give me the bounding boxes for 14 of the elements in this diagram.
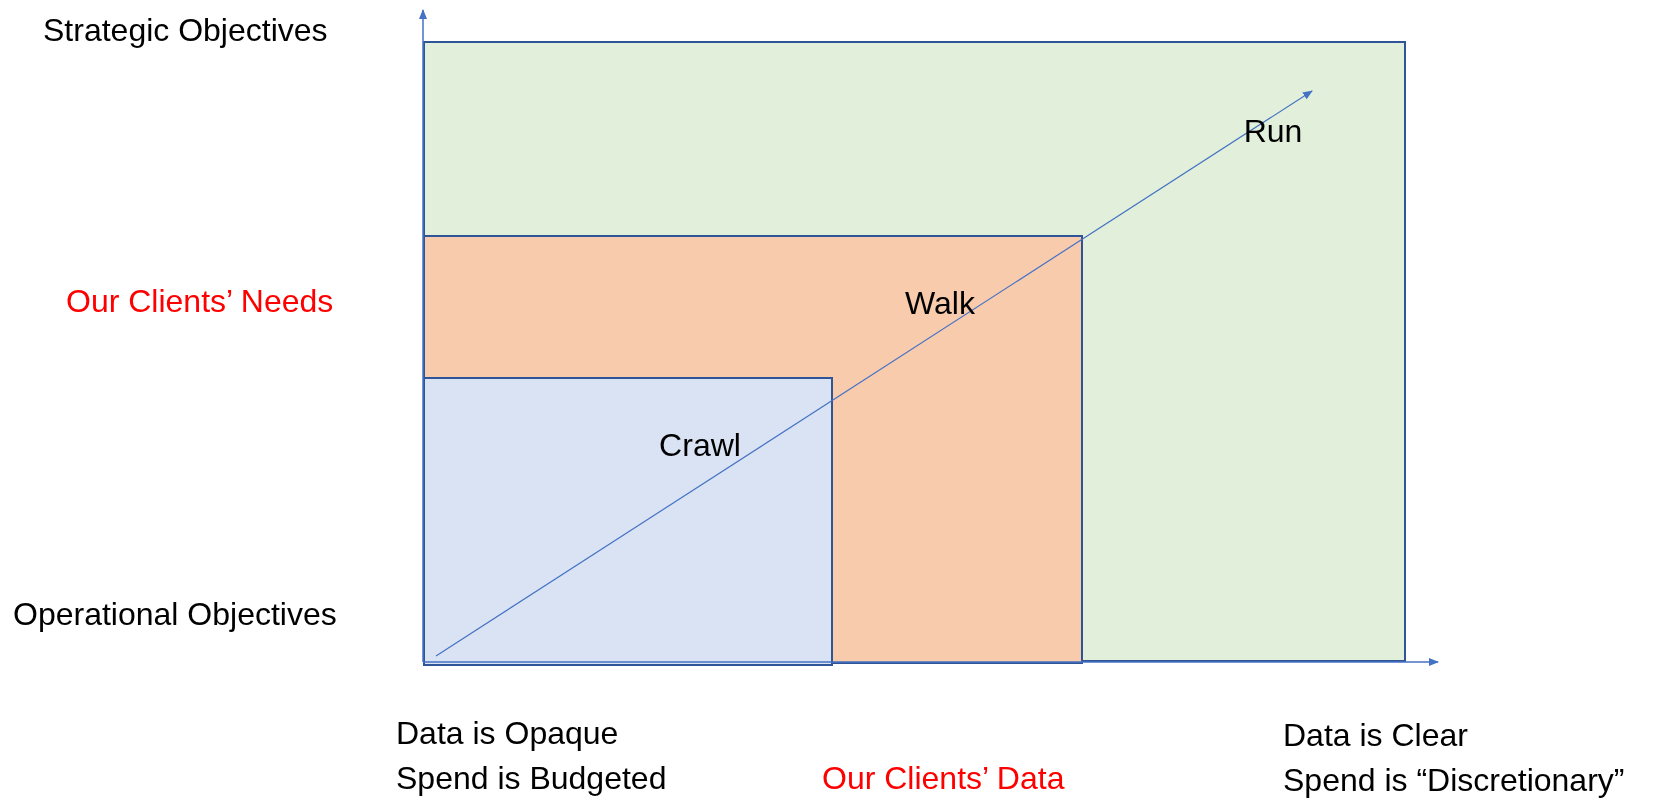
axis-label: Data is Opaque bbox=[396, 715, 619, 752]
axis-label: Spend is “Discretionary” bbox=[1283, 762, 1625, 799]
stage-label: Crawl bbox=[659, 427, 741, 464]
stage-box bbox=[423, 235, 1083, 664]
axis-label: Spend is Budgeted bbox=[396, 760, 667, 797]
axis-label: Data is Clear bbox=[1283, 717, 1468, 754]
stage-label: Walk bbox=[905, 285, 975, 322]
stage-box bbox=[423, 377, 833, 666]
axis-label: Strategic Objectives bbox=[43, 12, 328, 49]
axis-label: Our Clients’ Data bbox=[822, 760, 1065, 797]
arrow bbox=[435, 90, 1313, 657]
axis-label: Our Clients’ Needs bbox=[66, 283, 334, 320]
stage-label: Run bbox=[1243, 113, 1303, 150]
axis-label: Operational Objectives bbox=[13, 596, 337, 633]
